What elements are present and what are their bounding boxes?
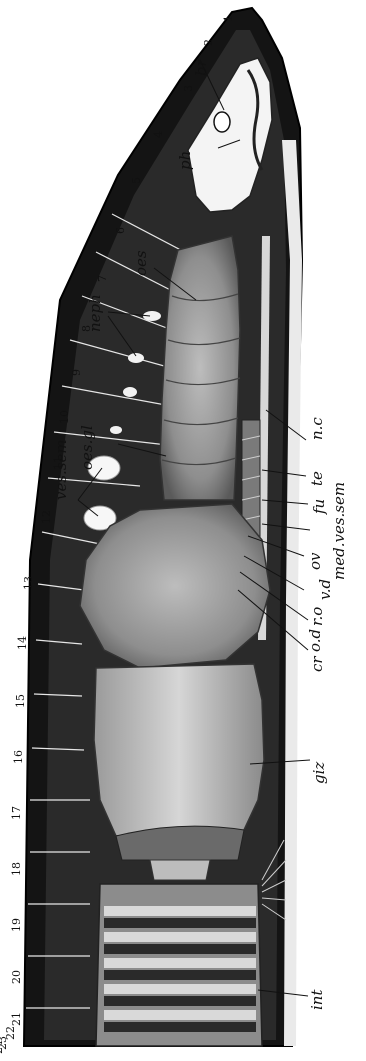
- label-n-c: n.c: [308, 417, 326, 440]
- segment-number: 16: [12, 750, 25, 764]
- label-giz: giz: [310, 762, 328, 784]
- label-int: int: [308, 989, 326, 1010]
- label-br: br: [192, 58, 210, 76]
- label-neph: neph: [86, 294, 104, 332]
- segment-number: 20: [10, 970, 23, 984]
- segment-number: 1: [222, 15, 235, 22]
- segment-number: 7: [96, 275, 109, 282]
- label-ph: ph: [176, 151, 194, 170]
- label-cr: cr: [308, 656, 326, 672]
- gizzard: [94, 664, 264, 860]
- segment-number: 6: [114, 227, 127, 234]
- label-v-d: v.d: [316, 579, 334, 600]
- segment-number: 15: [14, 694, 27, 708]
- label-ves-sem: ves.sem: [52, 439, 70, 500]
- segment-number: 24: [0, 1040, 5, 1054]
- segment-number: 3: [182, 85, 195, 92]
- segment-number: 4: [152, 131, 165, 138]
- intestine: [96, 884, 262, 1046]
- label-oes: oes: [132, 250, 150, 276]
- oesophagus: [160, 236, 240, 500]
- segment-number: 18: [10, 862, 23, 876]
- label-ov: ov: [306, 552, 324, 570]
- segment-number: 21: [10, 1012, 23, 1026]
- label-med-ves-sem: med.ves.sem: [330, 482, 348, 580]
- label-o-d: o.d: [306, 629, 324, 652]
- segment-number: 17: [10, 806, 23, 820]
- segment-number: 12: [40, 510, 53, 524]
- segment-number: 13: [22, 576, 35, 590]
- label-fu: fu: [310, 499, 328, 515]
- segment-number: 9: [70, 369, 83, 376]
- segment-number: 5: [130, 177, 143, 184]
- label-oes-gl: oes.gl: [78, 425, 96, 470]
- label-r-o: r.o: [308, 607, 326, 626]
- label-te: te: [308, 471, 326, 486]
- segment-number: 10: [58, 410, 71, 424]
- segment-number: 14: [16, 636, 29, 650]
- segment-number: 19: [10, 918, 23, 932]
- gizzard-intestine-junction: [150, 860, 210, 880]
- crop: [80, 504, 270, 668]
- segment-number: 2: [202, 39, 215, 46]
